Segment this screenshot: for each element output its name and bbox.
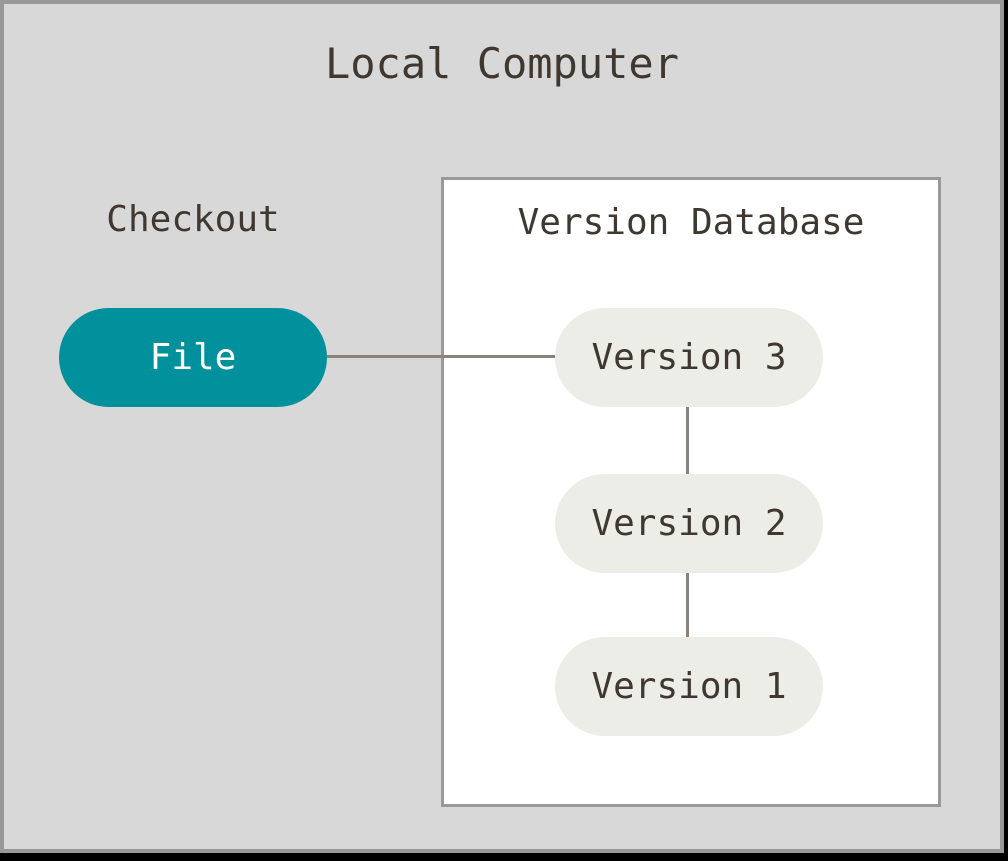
version-node-3: Version 3 (555, 308, 823, 407)
version-node-3-label: Version 3 (591, 340, 786, 376)
version-node-2-label: Version 2 (591, 506, 786, 542)
version-database-title: Version Database (444, 205, 938, 241)
file-node-label: File (150, 340, 237, 376)
connector-version2-version1 (686, 573, 689, 637)
version-node-1-label: Version 1 (591, 669, 786, 705)
checkout-label: Checkout (43, 202, 343, 238)
file-node: File (59, 308, 327, 407)
version-node-2: Version 2 (555, 474, 823, 573)
connector-file-version3 (327, 355, 556, 358)
diagram-title: Local Computer (0, 43, 1004, 85)
version-node-1: Version 1 (555, 637, 823, 736)
connector-version3-version2 (686, 407, 689, 474)
